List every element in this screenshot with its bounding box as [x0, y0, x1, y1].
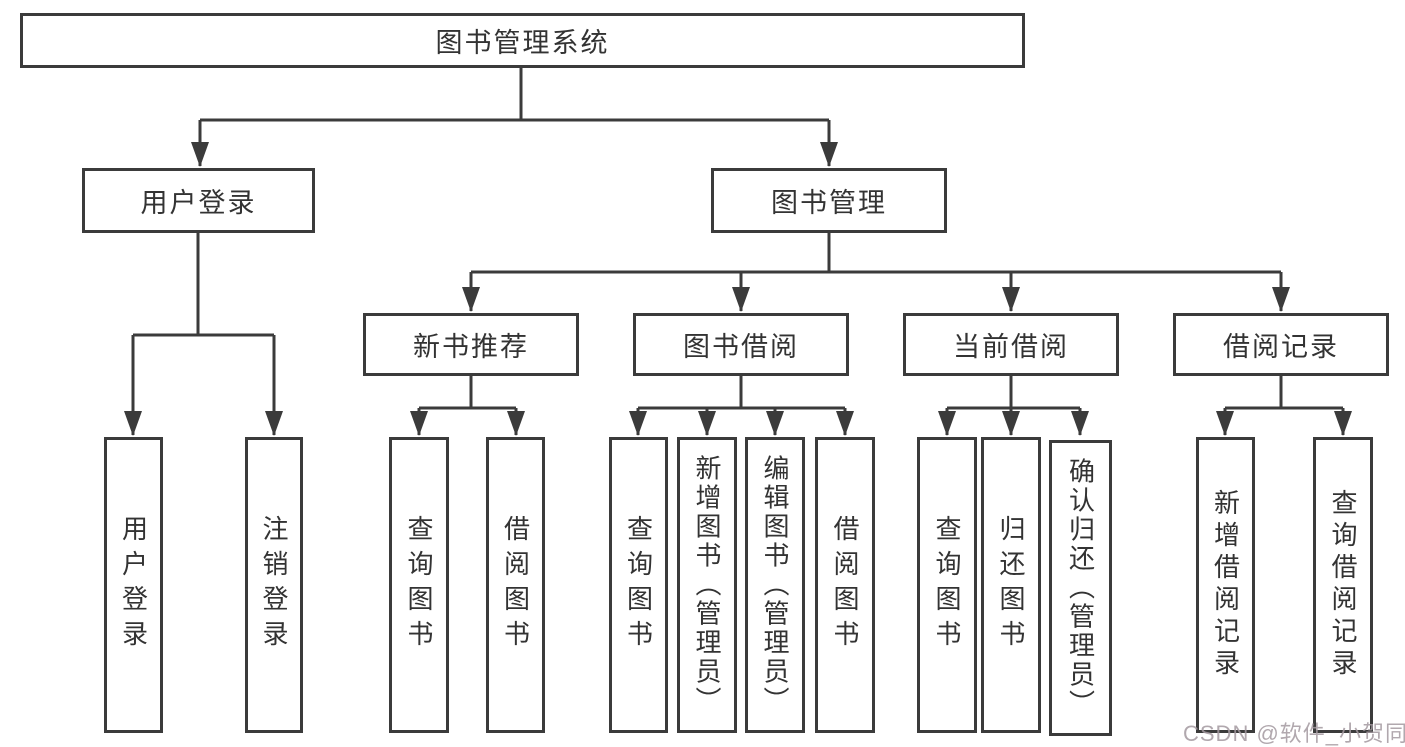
node-user-login: 用户登录: [82, 168, 315, 233]
leaf-add-books-admin: 新增图书（管理员）: [677, 437, 737, 733]
csdn-watermark: CSDN @软件_小贺同学: [1183, 721, 1405, 746]
leaf-logout: 注销登录: [245, 437, 303, 733]
leaf-query-books-3: 查询图书: [917, 437, 977, 733]
node-borrow-record: 借阅记录: [1173, 313, 1389, 376]
leaf-query-borrow-record: 查询借阅记录: [1313, 437, 1373, 733]
node-book-borrow: 图书借阅: [633, 313, 849, 376]
leaf-borrow-books-2: 借阅图书: [815, 437, 875, 733]
node-book-management: 图书管理: [711, 168, 947, 233]
leaf-return-books: 归还图书: [981, 437, 1041, 733]
node-new-book-recommend: 新书推荐: [363, 313, 579, 376]
leaf-borrow-books-1: 借阅图书: [486, 437, 545, 733]
node-current-borrow: 当前借阅: [903, 313, 1119, 376]
node-root-library-system: 图书管理系统: [20, 13, 1025, 68]
leaf-add-borrow-record: 新增借阅记录: [1196, 437, 1255, 733]
leaf-query-books-1: 查询图书: [389, 437, 449, 733]
leaf-user-login: 用户登录: [104, 437, 163, 733]
leaf-confirm-return-admin: 确认归还（管理员）: [1049, 440, 1112, 736]
leaf-edit-books-admin: 编辑图书（管理员）: [745, 437, 805, 733]
leaf-query-books-2: 查询图书: [609, 437, 668, 733]
